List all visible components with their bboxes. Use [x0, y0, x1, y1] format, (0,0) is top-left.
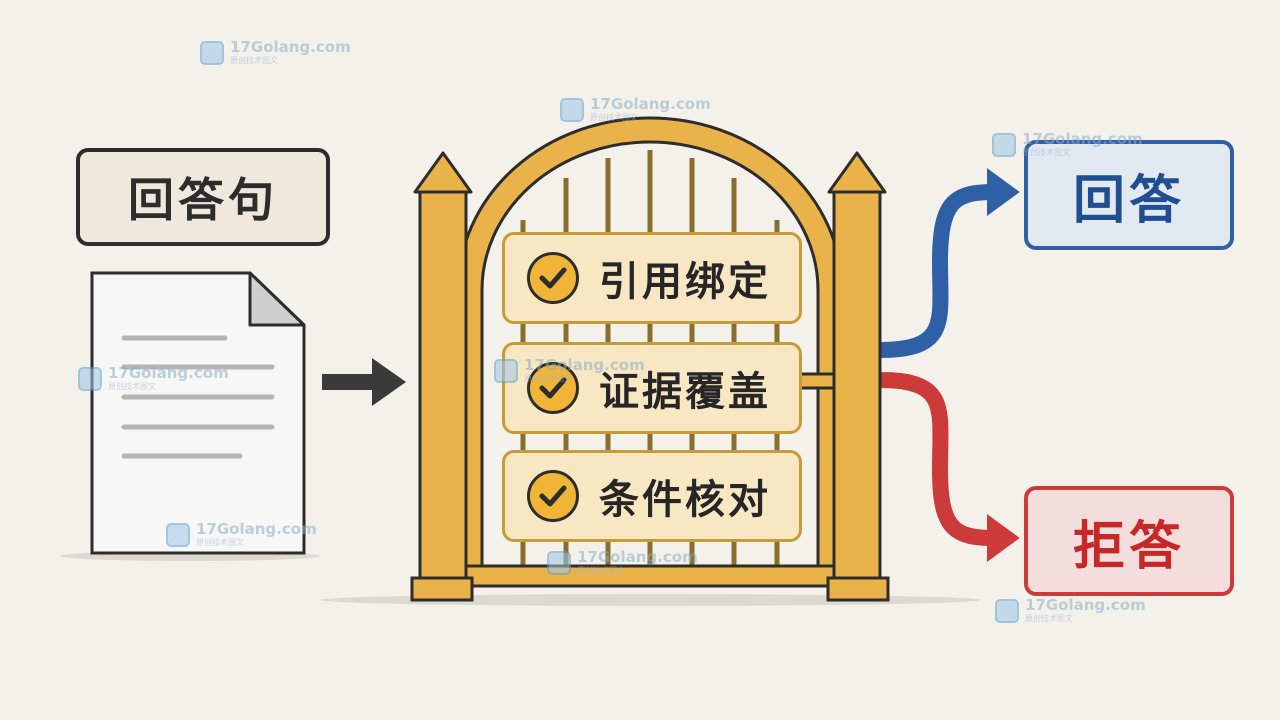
watermark-logo-icon [995, 598, 1019, 623]
check-icon [527, 362, 579, 414]
answer-arrow [872, 168, 1020, 358]
check-card-citation-binding: 引用绑定 [502, 232, 802, 324]
check-label: 条件核对 [599, 477, 771, 523]
watermark-logo-icon [560, 97, 584, 122]
watermark-logo-icon [200, 40, 224, 65]
watermark-logo-icon [547, 550, 571, 575]
refuse-arrow [872, 372, 1020, 562]
answer-output-box: 回答 [1024, 140, 1234, 250]
input-arrow [322, 358, 406, 406]
input-label: 回答句 [76, 148, 330, 246]
document-icon [90, 271, 306, 555]
watermark-logo-icon [494, 358, 518, 383]
check-label: 引用绑定 [599, 259, 771, 305]
check-icon [527, 470, 579, 522]
check-card-condition-check: 条件核对 [502, 450, 802, 542]
check-label: 证据覆盖 [599, 369, 771, 415]
watermark-logo-icon [78, 366, 102, 391]
watermark-logo-icon [992, 132, 1016, 157]
watermark-logo-icon [166, 522, 190, 547]
check-icon [527, 252, 579, 304]
check-card-evidence-coverage: 证据覆盖 [502, 342, 802, 434]
refuse-output-box: 拒答 [1024, 486, 1234, 596]
